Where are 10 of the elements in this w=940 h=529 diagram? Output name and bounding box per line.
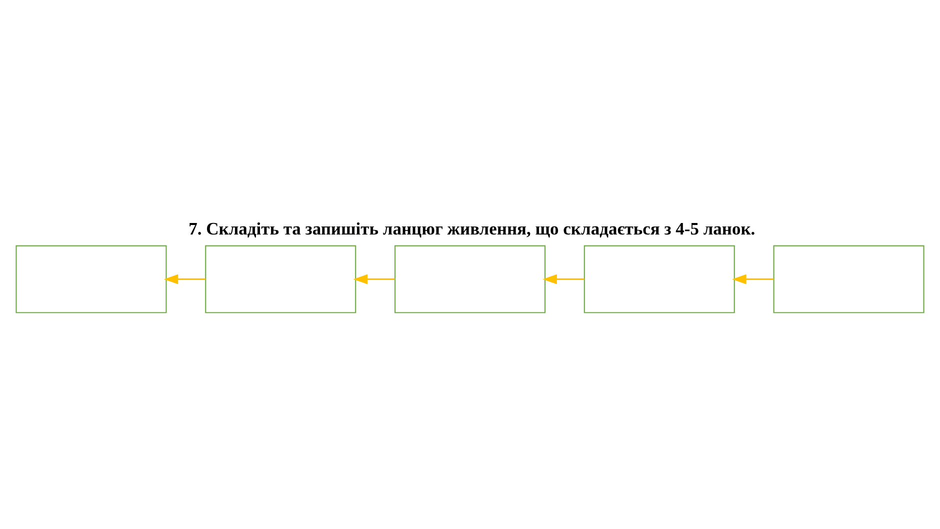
- node-box: [16, 244, 167, 313]
- arrow: [542, 274, 584, 284]
- node-box: [394, 244, 546, 313]
- arrow: [732, 274, 774, 284]
- node-box: [584, 244, 735, 313]
- node-box: [205, 244, 356, 313]
- node-box: [773, 244, 924, 313]
- arrow: [164, 274, 206, 284]
- arrow: [353, 274, 395, 284]
- diagram-title: 7. Складіть та запишіть ланцюг живлення, що складається з 4-5 ланок.: [188, 218, 756, 238]
